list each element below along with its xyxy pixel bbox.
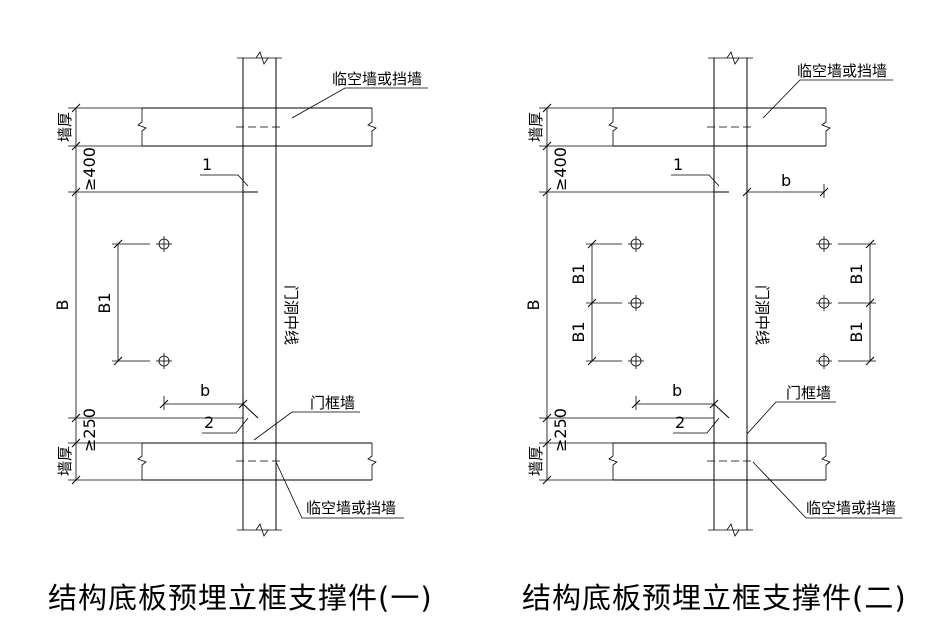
- bottom-wall-break-left: [137, 443, 147, 480]
- part-2-angle: [713, 402, 730, 419]
- top-wall-label: 临空墙或挡墙: [332, 70, 422, 88]
- part-1-leader: [200, 174, 249, 187]
- dim-b-label: b: [672, 381, 682, 400]
- wall-thickness-top-label: 墙厚: [56, 112, 74, 142]
- dim-opening-label: B: [524, 300, 543, 311]
- break-mark-top: [255, 51, 269, 65]
- wall-thickness-bottom-label: 墙厚: [527, 446, 545, 476]
- dim-b-right-label: b: [781, 171, 791, 190]
- bottom-wall-break-right: [367, 443, 377, 480]
- dim-top-gap-label: ≥400: [551, 147, 570, 191]
- dim-b1-right-lower: B1: [847, 321, 866, 342]
- top-wall-break-left: [137, 108, 147, 146]
- part-1-angle: [713, 178, 729, 193]
- dim-bottom-gap-label: ≥250: [551, 408, 570, 452]
- dim-b1-left-lower: B1: [569, 321, 588, 342]
- dim-b1-left-upper: B1: [569, 263, 588, 284]
- break-mark-top: [726, 51, 740, 65]
- dim-b-label: b: [200, 381, 210, 400]
- part-1-label: 1: [673, 155, 683, 174]
- wall-thickness-top-label: 墙厚: [527, 112, 545, 142]
- top-wall-break-right: [821, 108, 831, 146]
- bolt-points: [156, 236, 172, 369]
- top-wall-leader: [291, 87, 428, 119]
- wall-thickness-bottom-label: 墙厚: [56, 446, 74, 476]
- dim-bottom-gap-label: ≥250: [80, 408, 99, 452]
- top-wall-break-right: [367, 108, 377, 146]
- dim-b1-right-upper: B1: [847, 263, 866, 284]
- center-line-label: 门洞中线: [282, 285, 300, 345]
- dim-top-gap-label: ≥400: [80, 147, 99, 191]
- bottom-wall-break-right: [821, 443, 831, 480]
- part-1-label: 1: [202, 155, 212, 174]
- break-mark-bottom: [726, 523, 740, 537]
- part-1-leader: [671, 174, 720, 187]
- drawing-2: 1 2 b: [522, 51, 907, 615]
- bottom-wall-leader: [752, 461, 902, 519]
- break-mark-bottom: [255, 523, 269, 537]
- drawing-1: 1 2 B1 b: [48, 51, 433, 615]
- bolt-points-right: [816, 236, 832, 369]
- bottom-wall-label: 临空墙或挡墙: [806, 499, 896, 517]
- top-wall-leader: [762, 79, 893, 119]
- top-wall-label: 临空墙或挡墙: [797, 62, 887, 80]
- bottom-wall-break-left: [608, 443, 618, 480]
- part-2-leader: [202, 417, 249, 434]
- top-wall-break-left: [608, 108, 618, 146]
- part-2-label: 2: [204, 413, 214, 432]
- dim-opening-label: B: [53, 300, 72, 311]
- door-frame-label: 门框墙: [310, 394, 355, 412]
- caption-1: 结构底板预埋立框支撑件(一): [48, 581, 433, 615]
- part-2-leader: [673, 417, 720, 434]
- dim-b1-label: B1: [95, 292, 114, 313]
- part-2-angle: [242, 402, 259, 419]
- bolt-points-left: [628, 236, 644, 369]
- part-1-angle: [242, 178, 258, 193]
- door-frame-leader: [746, 401, 836, 435]
- center-line-label: 门洞中线: [753, 285, 771, 345]
- door-frame-leader: [253, 411, 360, 441]
- part-2-label: 2: [675, 413, 685, 432]
- bottom-wall-leader: [275, 461, 404, 519]
- caption-2: 结构底板预埋立框支撑件(二): [522, 581, 907, 615]
- door-frame-label: 门框墙: [786, 384, 831, 402]
- bottom-wall-label: 临空墙或挡墙: [306, 499, 396, 517]
